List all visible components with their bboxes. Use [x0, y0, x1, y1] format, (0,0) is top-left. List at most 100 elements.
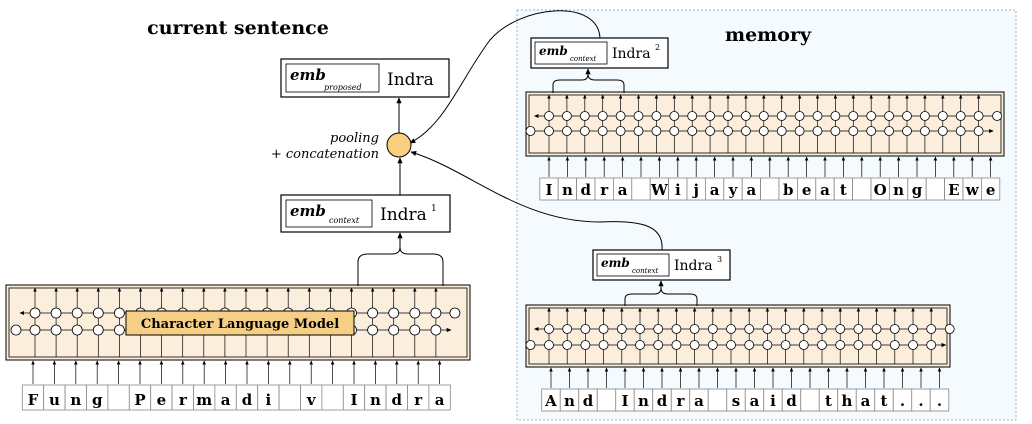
emb-proposed-sub: proposed — [324, 83, 362, 92]
emb-context-3-box: emb context Indra 3 — [592, 249, 731, 281]
lm-node — [794, 126, 805, 136]
lm-node — [430, 324, 442, 336]
lm-node — [598, 340, 609, 350]
lm-node — [866, 111, 877, 121]
char-glyph: E — [948, 181, 959, 199]
lm-node — [562, 324, 573, 334]
pooling-label: pooling — [330, 131, 379, 146]
char-glyph: a — [861, 392, 871, 410]
lm-node — [50, 307, 62, 319]
char-glyph: a — [618, 181, 628, 199]
lm-end-node — [525, 340, 536, 350]
char-glyph: d — [657, 392, 668, 410]
char-glyph: g — [92, 391, 103, 409]
lm-node — [744, 340, 755, 350]
lm-node — [669, 126, 680, 136]
char-glyph: a — [221, 391, 231, 409]
bracket-current-right — [399, 246, 444, 286]
char-glyph: j — [691, 181, 698, 199]
char-cell — [800, 388, 820, 412]
char-glyph: u — [49, 391, 60, 409]
memory-title: memory — [725, 24, 812, 46]
char-glyph: n — [562, 181, 573, 199]
emb-context-2-box: emb context Indra 2 — [530, 37, 669, 69]
lm-node — [29, 307, 41, 319]
char-glyph: a — [435, 391, 445, 409]
lm-node — [741, 126, 751, 136]
char-glyph: I — [350, 391, 357, 409]
lm-node — [598, 324, 609, 334]
char-glyph: t — [840, 181, 847, 199]
emb-proposed-box: emb proposed Indra — [280, 58, 450, 98]
lm-node — [776, 126, 787, 136]
char-glyph: h — [842, 392, 853, 410]
char-glyph: O — [874, 181, 887, 199]
lm-end-node — [449, 307, 461, 319]
current-sentence-title: current sentence — [147, 17, 329, 39]
lm-node — [562, 126, 572, 136]
lm-node — [758, 126, 769, 136]
lm-node — [920, 126, 930, 136]
emb-context-3-key: emb — [601, 256, 630, 270]
lm-node — [388, 307, 400, 319]
char-glyph: a — [694, 392, 704, 410]
lm-node — [544, 340, 554, 350]
lm-node — [776, 111, 787, 121]
char-glyph: . — [900, 392, 905, 410]
emb-context-1-name: Indra — [380, 205, 427, 225]
char-glyph: P — [134, 391, 145, 409]
char-glyph: b — [783, 181, 794, 199]
char-glyph: a — [747, 181, 757, 199]
char-glyph: F — [28, 391, 39, 409]
lm-node — [908, 324, 918, 334]
lm-node — [71, 324, 83, 336]
lm-node — [723, 111, 733, 121]
bracket-current-left — [357, 246, 401, 286]
char-cell — [760, 177, 780, 201]
lm-node — [114, 307, 125, 319]
char-cell — [981, 177, 1001, 201]
char-cell — [321, 384, 344, 411]
lm-node — [635, 340, 645, 350]
char-glyph: y — [728, 181, 739, 199]
lm-node — [871, 340, 882, 350]
lm-node — [908, 340, 918, 350]
emb-context-1-sub: context — [329, 216, 360, 225]
clm-label: Character Language Model — [141, 317, 339, 332]
emb-context-2-key: emb — [539, 44, 568, 58]
lm-node — [635, 324, 645, 334]
lm-node — [780, 340, 791, 350]
lm-node — [597, 111, 608, 121]
char-glyph: . — [937, 392, 942, 410]
lm-node — [544, 324, 554, 334]
char-glyph: I — [545, 181, 552, 199]
char-glyph: r — [600, 181, 609, 199]
lm-node — [580, 340, 591, 350]
lm-node — [671, 324, 682, 334]
emb-context-3-sub: context — [632, 267, 659, 275]
char-glyph: d — [583, 392, 594, 410]
bracket-memory-top-left — [552, 73, 589, 93]
lm-node — [835, 324, 846, 334]
lm-node — [705, 126, 715, 136]
pooling-node — [386, 132, 412, 158]
lm-node — [758, 111, 769, 121]
lm-node — [955, 111, 966, 121]
lm-node — [835, 340, 846, 350]
emb-context-3-sup: 3 — [717, 255, 722, 264]
emb-proposed-key: emb — [290, 66, 326, 84]
char-glyph: n — [370, 391, 381, 409]
char-cell — [631, 177, 651, 201]
memory-top-lm — [525, 91, 1005, 157]
lm-node — [926, 340, 937, 350]
char-glyph: d — [581, 181, 592, 199]
char-glyph: r — [414, 391, 423, 409]
lm-node — [544, 111, 554, 121]
char-glyph: v — [306, 391, 317, 409]
lm-node — [817, 324, 827, 334]
emb-context-2-name: Indra — [612, 46, 651, 62]
char-glyph: a — [710, 181, 720, 199]
char-cell — [929, 388, 950, 412]
